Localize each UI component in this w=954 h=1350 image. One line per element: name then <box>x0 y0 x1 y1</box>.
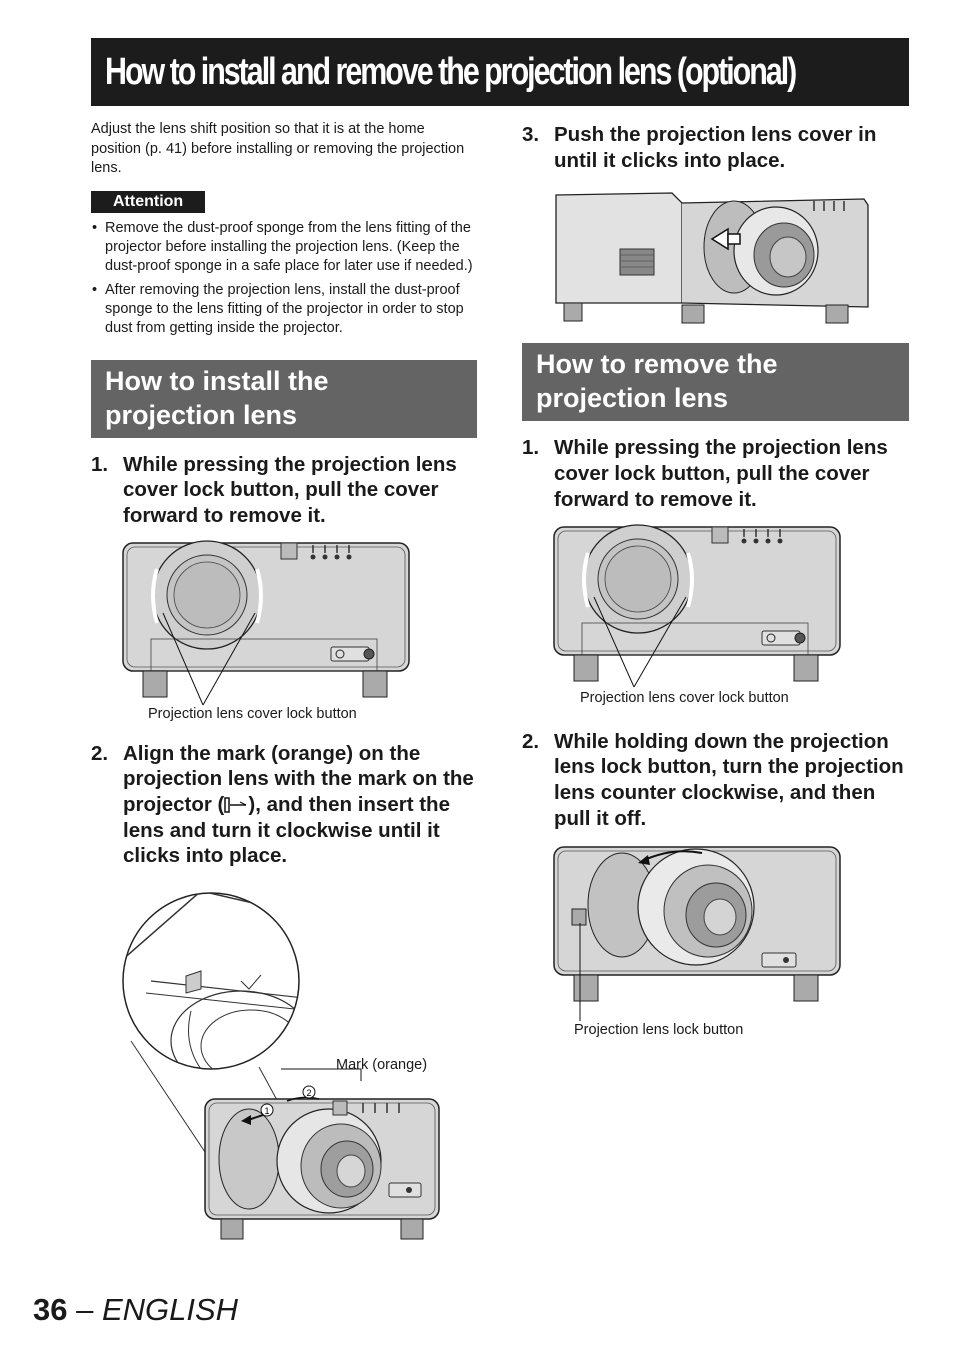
remove-step-1: 1. While pressing the projection lens co… <box>522 435 909 512</box>
footer-language: ENGLISH <box>101 1292 239 1327</box>
install-step-2: 2. Align the mark (orange) on the projec… <box>91 741 477 870</box>
lens-alignment-illustration: 1 2 Mark (orange) <box>91 881 477 1243</box>
step-text: Align the mark (orange) on the projectio… <box>123 741 477 870</box>
left-column: Adjust the lens shift position so that i… <box>91 120 477 1243</box>
intro-text: Adjust the lens shift position so that i… <box>91 121 465 176</box>
step-text: While pressing the projection lens cover… <box>123 452 457 527</box>
callout-marker-2: 2 <box>306 1088 311 1098</box>
mark-orange-caption: Mark (orange) <box>336 1057 428 1074</box>
step-number: 3. <box>522 123 540 146</box>
projector-front-illustration: Projection lens cover lock button <box>91 539 477 722</box>
page-title: How to install and remove the projection… <box>105 50 797 93</box>
cover-lock-caption: Projection lens cover lock button <box>580 689 789 706</box>
step-text: While pressing the projection lens cover… <box>554 436 888 511</box>
step-text: While holding down the projection lens l… <box>554 729 904 830</box>
step-number: 2. <box>91 741 109 765</box>
attention-label: Attention <box>91 190 206 213</box>
remove-step-2: 2. While holding down the projection len… <box>522 729 909 832</box>
step-text-part: ), and then insert the lens and turn it … <box>123 793 450 868</box>
projector-front-illustration: Projection lens cover lock button <box>522 523 909 707</box>
callout-marker-1: 1 <box>264 1106 269 1116</box>
page-number: 36 <box>33 1292 68 1327</box>
page-title-bar: How to install and remove the projection… <box>91 38 909 106</box>
remove-section-heading: How to remove the projection lens <box>522 343 909 422</box>
lens-lock-caption: Projection lens lock button <box>574 1022 744 1039</box>
step-number: 1. <box>522 436 540 460</box>
page-footer: 36 – ENGLISH <box>33 1292 238 1328</box>
install-step-1: 1. While pressing the projection lens co… <box>91 452 477 529</box>
step-text-part: Align the mark (orange) on the projectio… <box>123 741 474 817</box>
install-section-heading: How to install the projection lens <box>91 359 477 438</box>
step-number: 2. <box>522 729 540 753</box>
lens-removal-illustration: Projection lens lock button <box>522 843 909 1043</box>
step-number: 1. <box>91 452 109 476</box>
install-step-3: 3. Push the projection lens cover in unt… <box>522 122 909 173</box>
attention-bullet: After removing the projection lens, inst… <box>91 281 477 338</box>
step-text: Push the projection lens cover in until … <box>554 123 877 172</box>
lens-mark-icon <box>224 797 248 813</box>
cover-lock-caption: Projection lens cover lock button <box>148 705 357 722</box>
right-column: 3. Push the projection lens cover in unt… <box>522 120 909 1043</box>
attention-bullet: Remove the dust-proof sponge from the le… <box>91 219 477 276</box>
attention-list: Remove the dust-proof sponge from the le… <box>91 219 477 338</box>
footer-separator: – <box>67 1292 102 1327</box>
cover-attach-illustration <box>522 189 909 325</box>
